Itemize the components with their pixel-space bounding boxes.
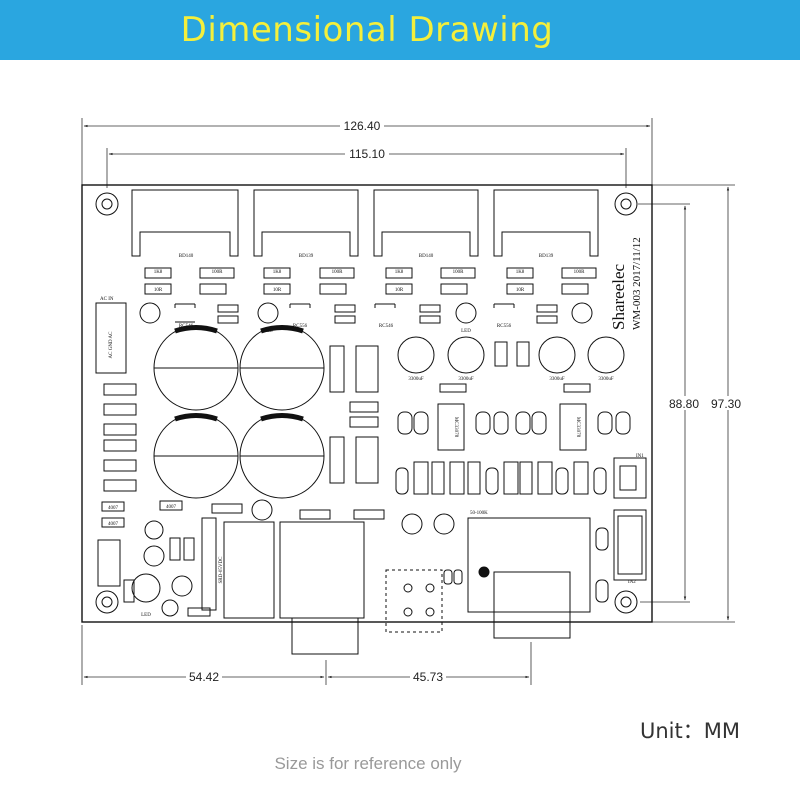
ic-left (437, 403, 465, 451)
svg-text:100R: 100R (332, 270, 344, 275)
dim-hole-spacing-y: 88.80 (669, 397, 699, 411)
svg-text:AC GND AC: AC GND AC (109, 331, 114, 359)
filter-capacitors (397, 336, 625, 393)
dim-overall-height: 97.30 (711, 397, 741, 411)
svg-text:LED: LED (141, 613, 151, 618)
dim-overall-width: 126.40 (344, 119, 381, 133)
page-title: Dimensional Drawing (180, 10, 554, 50)
svg-text:LED: LED (461, 329, 471, 334)
in2-connector (613, 509, 647, 581)
svg-text:4007: 4007 (108, 522, 119, 527)
model-label: WM-003 2017/11/12 (631, 237, 643, 330)
svg-text:SRD-05VDC: SRD-05VDC (219, 556, 224, 584)
brand-label: Shareelec (609, 263, 628, 330)
main-capacitors (153, 325, 325, 499)
svg-text:AC IN: AC IN (100, 297, 114, 302)
svg-text:BD139: BD139 (299, 254, 314, 259)
svg-text:RC556: RC556 (497, 324, 512, 329)
svg-text:MC33078: MC33078 (575, 417, 580, 438)
svg-text:10R: 10R (273, 288, 282, 293)
svg-text:LED: LED (263, 329, 273, 334)
svg-text:RC546: RC546 (379, 324, 394, 329)
svg-text:3300uF: 3300uF (408, 377, 424, 382)
header-banner: Dimensional Drawing (0, 0, 800, 60)
svg-text:BD140: BD140 (419, 254, 434, 259)
svg-text:IN1: IN1 (636, 454, 644, 459)
svg-text:4007: 4007 (166, 505, 177, 510)
svg-text:100R: 100R (453, 270, 465, 275)
svg-text:10R: 10R (154, 288, 163, 293)
svg-text:4007: 4007 (108, 506, 119, 511)
svg-text:50-100K: 50-100K (470, 511, 488, 516)
svg-text:100R: 100R (212, 270, 224, 275)
reference-note: Size is for reference only (274, 754, 462, 773)
diodes-left (101, 383, 183, 528)
mounting-holes (95, 192, 638, 614)
lower-parts (97, 499, 455, 617)
ac-terminal (95, 302, 127, 374)
in1-connector (613, 457, 647, 499)
small-capacitors (139, 302, 593, 324)
svg-text:10R: 10R (395, 288, 404, 293)
center-resistors (329, 345, 379, 484)
relay-block (223, 521, 275, 619)
ic-support-parts (397, 411, 631, 435)
svg-text:MC33078: MC33078 (453, 417, 458, 438)
svg-text:10R: 10R (516, 288, 525, 293)
svg-text:3300uF: 3300uF (458, 377, 474, 382)
svg-text:1K8: 1K8 (516, 270, 525, 275)
svg-text:BD139: BD139 (539, 254, 554, 259)
dim-bottom-right: 45.73 (413, 670, 443, 684)
heatsinks (131, 189, 599, 257)
svg-text:RC556: RC556 (293, 324, 308, 329)
svg-text:3300uF: 3300uF (549, 377, 565, 382)
svg-text:1K8: 1K8 (273, 270, 282, 275)
svg-text:1K8: 1K8 (154, 270, 163, 275)
pcb-board (81, 184, 653, 655)
svg-text:1K8: 1K8 (395, 270, 404, 275)
unit-label: Unit：MM (640, 719, 740, 743)
svg-text:BD140: BD140 (179, 254, 194, 259)
svg-text:RC546: RC546 (179, 324, 194, 329)
transformer-block (279, 521, 365, 619)
svg-text:100R: 100R (574, 270, 586, 275)
dim-hole-spacing-x: 115.10 (349, 147, 385, 161)
silkscreen-labels: BD140 BD139 BD140 BD139 RC546 RC556 RC54… (100, 237, 644, 618)
svg-text:3300uF: 3300uF (598, 377, 614, 382)
svg-text:IN2: IN2 (628, 580, 636, 585)
ic-right (559, 403, 587, 451)
dim-bottom-left: 54.42 (189, 670, 219, 684)
resistor-row-1 (144, 267, 597, 295)
volume-pot (467, 517, 591, 613)
dimension-labels: 126.40 115.10 88.80 97.30 54.42 45.73 (186, 118, 747, 684)
resistor-row-lower (395, 461, 607, 495)
